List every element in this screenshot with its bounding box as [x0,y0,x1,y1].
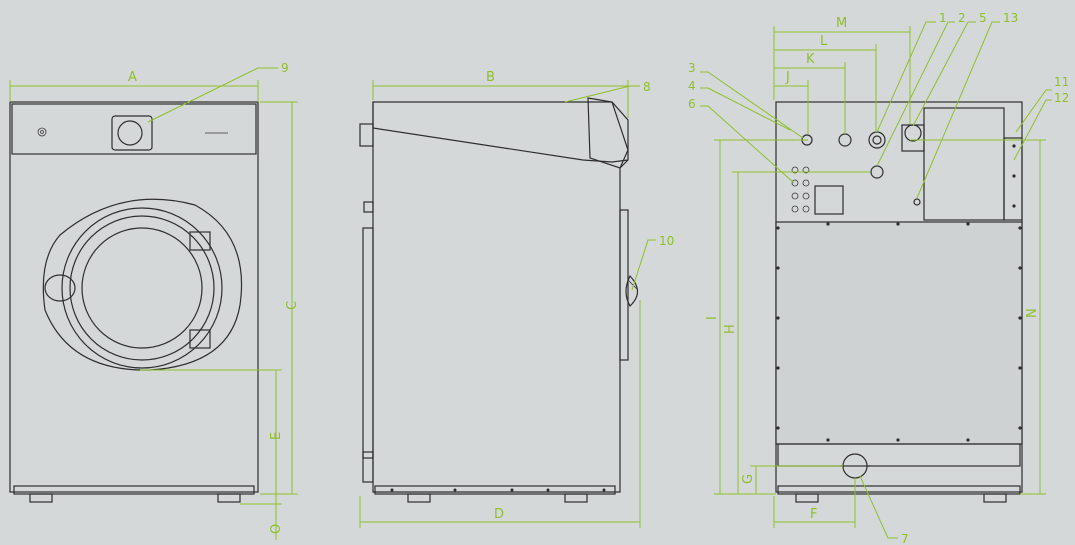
door-glass [81,227,203,349]
side-view [359,97,639,503]
side-door-handle [625,274,639,307]
power-indicator [37,127,47,137]
rear-view [775,101,1023,503]
port-k [838,133,852,147]
callout-4: 4 [688,79,696,93]
callout-5: 5 [979,11,987,25]
side-foot-right [564,493,588,503]
door-hinge-top [189,231,211,251]
side-foot-left [407,493,431,503]
rear-foot-right [983,493,1007,503]
foot-left [29,493,53,503]
side-rear-panel [362,227,374,459]
callout-11: 11 [1054,75,1069,89]
front-view [9,101,259,503]
front-body [9,101,259,493]
control-knob [117,120,143,146]
rear-access-cover [814,185,844,215]
control-panel [11,103,257,155]
side-body [372,101,629,493]
callout-13: 13 [1003,11,1018,25]
rear-side-bracket [1003,137,1023,221]
dim-label-g: G [741,474,756,484]
callout-8: 8 [643,80,651,94]
side-rear-pipe [359,123,374,147]
port-grid-6 [791,166,810,213]
port-5 [901,124,925,152]
side-top-panel [372,102,629,163]
rear-foot-left [795,493,819,503]
foot-right [217,493,241,503]
rear-drain-panel [777,443,1021,467]
dim-label-j: J [785,70,790,85]
port-1 [868,131,886,149]
dim-label-f: F [810,507,817,522]
callout-2: 2 [958,11,966,25]
dim-label-b: B [486,70,495,85]
dim-label-c: C [285,301,300,310]
dim-label-e: E [269,432,284,440]
callout-6: 6 [688,97,696,111]
rear-electrical-box [923,107,1005,221]
rear-screws [776,144,1022,442]
callout-1: 1 [939,11,947,25]
dim-label-k: K [806,52,815,67]
dim-label-o: O [269,524,284,534]
port-13 [913,198,921,206]
rear-lower-panel [775,221,1023,445]
control-display [111,115,153,151]
port-2 [870,165,884,179]
dim-label-l: L [820,34,828,49]
door-outer-ring [61,207,223,369]
side-lid [587,97,629,169]
callout-12: 12 [1054,91,1069,105]
dim-label-d: D [494,507,504,522]
callout-10: 10 [659,234,674,248]
dimension-lines [9,26,1046,540]
side-door-profile [619,209,629,361]
dimension-label-group: A B C D E F G H I J K L M N O [128,16,1040,534]
callout-9: 9 [281,61,289,75]
dim-label-m: M [836,16,847,31]
dim-label-i: I [705,316,720,320]
door-handle [44,274,76,302]
callout-number-group: 9 8 10 1 2 5 13 3 4 6 11 12 7 [281,11,1069,545]
door-frame [42,198,243,371]
callout-3: 3 [688,61,696,75]
dim-label-a: A [128,70,137,85]
callout-7: 7 [901,532,909,545]
callout-leaders [147,21,1052,539]
dim-label-h: H [723,324,738,334]
dim-label-n: N [1025,308,1040,318]
door-hinge-bottom [189,329,211,349]
